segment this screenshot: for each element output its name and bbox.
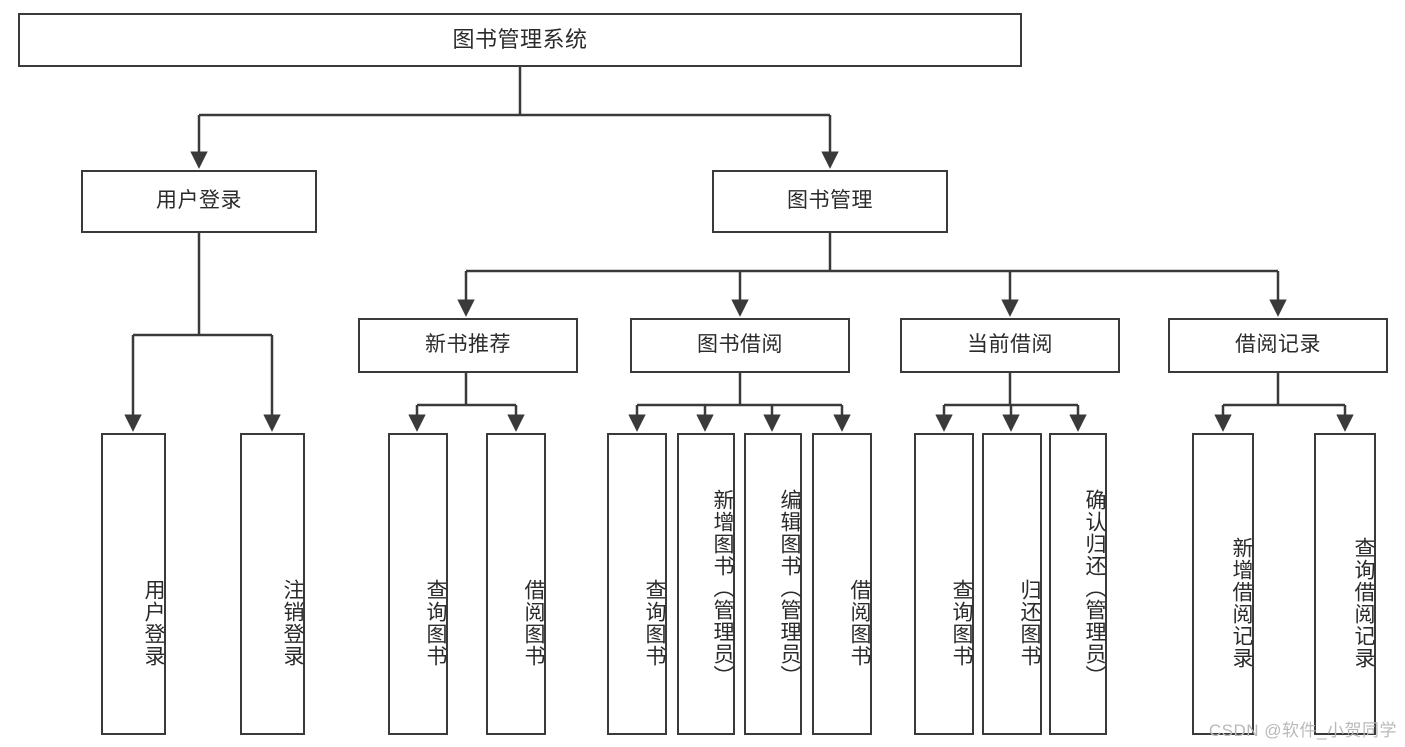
node-root-system-label: 图书管理系统 (452, 27, 588, 53)
node-leaf-user-login[interactable]: 用户登录 (101, 433, 166, 735)
node-user-login-label: 用户登录 (156, 189, 242, 213)
node-leaf-borrow-book-2-label: 借阅图书 (848, 579, 871, 667)
node-leaf-add-book-admin[interactable]: 新增图书（管理员） (677, 433, 735, 735)
node-leaf-user-login-label: 用户登录 (142, 579, 165, 667)
node-leaf-edit-book-admin[interactable]: 编辑图书（管理员） (744, 433, 802, 735)
node-leaf-query-book-1-label: 查询图书 (424, 579, 447, 667)
node-book-management-label: 图书管理 (787, 189, 873, 213)
node-leaf-query-borrow-record-label: 查询借阅记录 (1352, 537, 1375, 669)
watermark-label: CSDN @软件_小贺同学 (1208, 721, 1397, 740)
node-user-login[interactable]: 用户登录 (81, 170, 317, 233)
node-leaf-query-book-2[interactable]: 查询图书 (607, 433, 667, 735)
node-leaf-borrow-book-1[interactable]: 借阅图书 (486, 433, 546, 735)
node-leaf-query-borrow-record[interactable]: 查询借阅记录 (1314, 433, 1376, 735)
node-borrow-record-label: 借阅记录 (1235, 333, 1321, 357)
node-leaf-confirm-return-admin-label: 确认归还（管理员） (1083, 489, 1106, 687)
node-current-borrow[interactable]: 当前借阅 (900, 318, 1120, 373)
node-leaf-confirm-return-admin[interactable]: 确认归还（管理员） (1049, 433, 1107, 735)
node-new-book-recommend-label: 新书推荐 (425, 333, 511, 357)
node-leaf-query-book-2-label: 查询图书 (643, 579, 666, 667)
node-leaf-return-book[interactable]: 归还图书 (982, 433, 1042, 735)
node-leaf-query-book-3[interactable]: 查询图书 (914, 433, 974, 735)
node-book-borrow-label: 图书借阅 (697, 333, 783, 357)
node-leaf-add-borrow-record-label: 新增借阅记录 (1230, 537, 1253, 669)
node-leaf-query-book-1[interactable]: 查询图书 (388, 433, 448, 735)
node-book-management[interactable]: 图书管理 (712, 170, 948, 233)
node-borrow-record[interactable]: 借阅记录 (1168, 318, 1388, 373)
node-leaf-return-book-label: 归还图书 (1018, 579, 1041, 667)
node-leaf-add-book-admin-label: 新增图书（管理员） (711, 489, 734, 687)
node-book-borrow[interactable]: 图书借阅 (630, 318, 850, 373)
node-leaf-borrow-book-1-label: 借阅图书 (522, 579, 545, 667)
node-leaf-logout-login[interactable]: 注销登录 (240, 433, 305, 735)
node-root-system[interactable]: 图书管理系统 (18, 13, 1022, 67)
node-leaf-borrow-book-2[interactable]: 借阅图书 (812, 433, 872, 735)
node-new-book-recommend[interactable]: 新书推荐 (358, 318, 578, 373)
node-leaf-edit-book-admin-label: 编辑图书（管理员） (778, 489, 801, 687)
node-leaf-add-borrow-record[interactable]: 新增借阅记录 (1192, 433, 1254, 735)
node-leaf-logout-login-label: 注销登录 (281, 579, 304, 667)
node-current-borrow-label: 当前借阅 (967, 333, 1053, 357)
node-leaf-query-book-3-label: 查询图书 (950, 579, 973, 667)
